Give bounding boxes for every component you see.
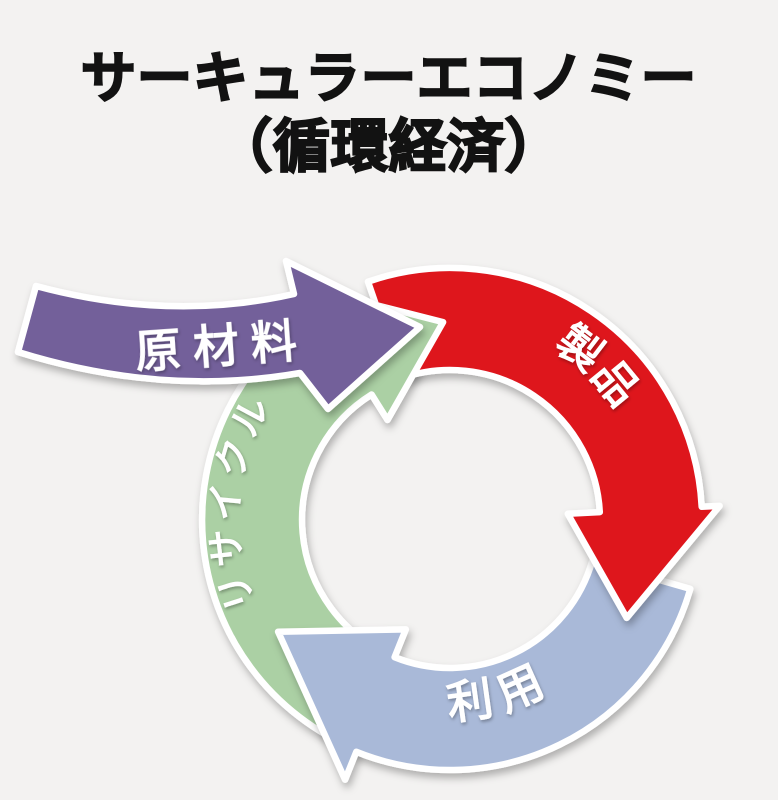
raw-materials-label: 原材料 <box>133 313 310 379</box>
use-arc-arrow <box>274 557 694 783</box>
page-title-line1: サーキュラーエコノミー <box>81 46 697 110</box>
product-arc-arrow <box>364 264 723 622</box>
raw-materials-arrow <box>14 257 424 413</box>
page-title-line2: （循環経済） <box>215 114 563 180</box>
